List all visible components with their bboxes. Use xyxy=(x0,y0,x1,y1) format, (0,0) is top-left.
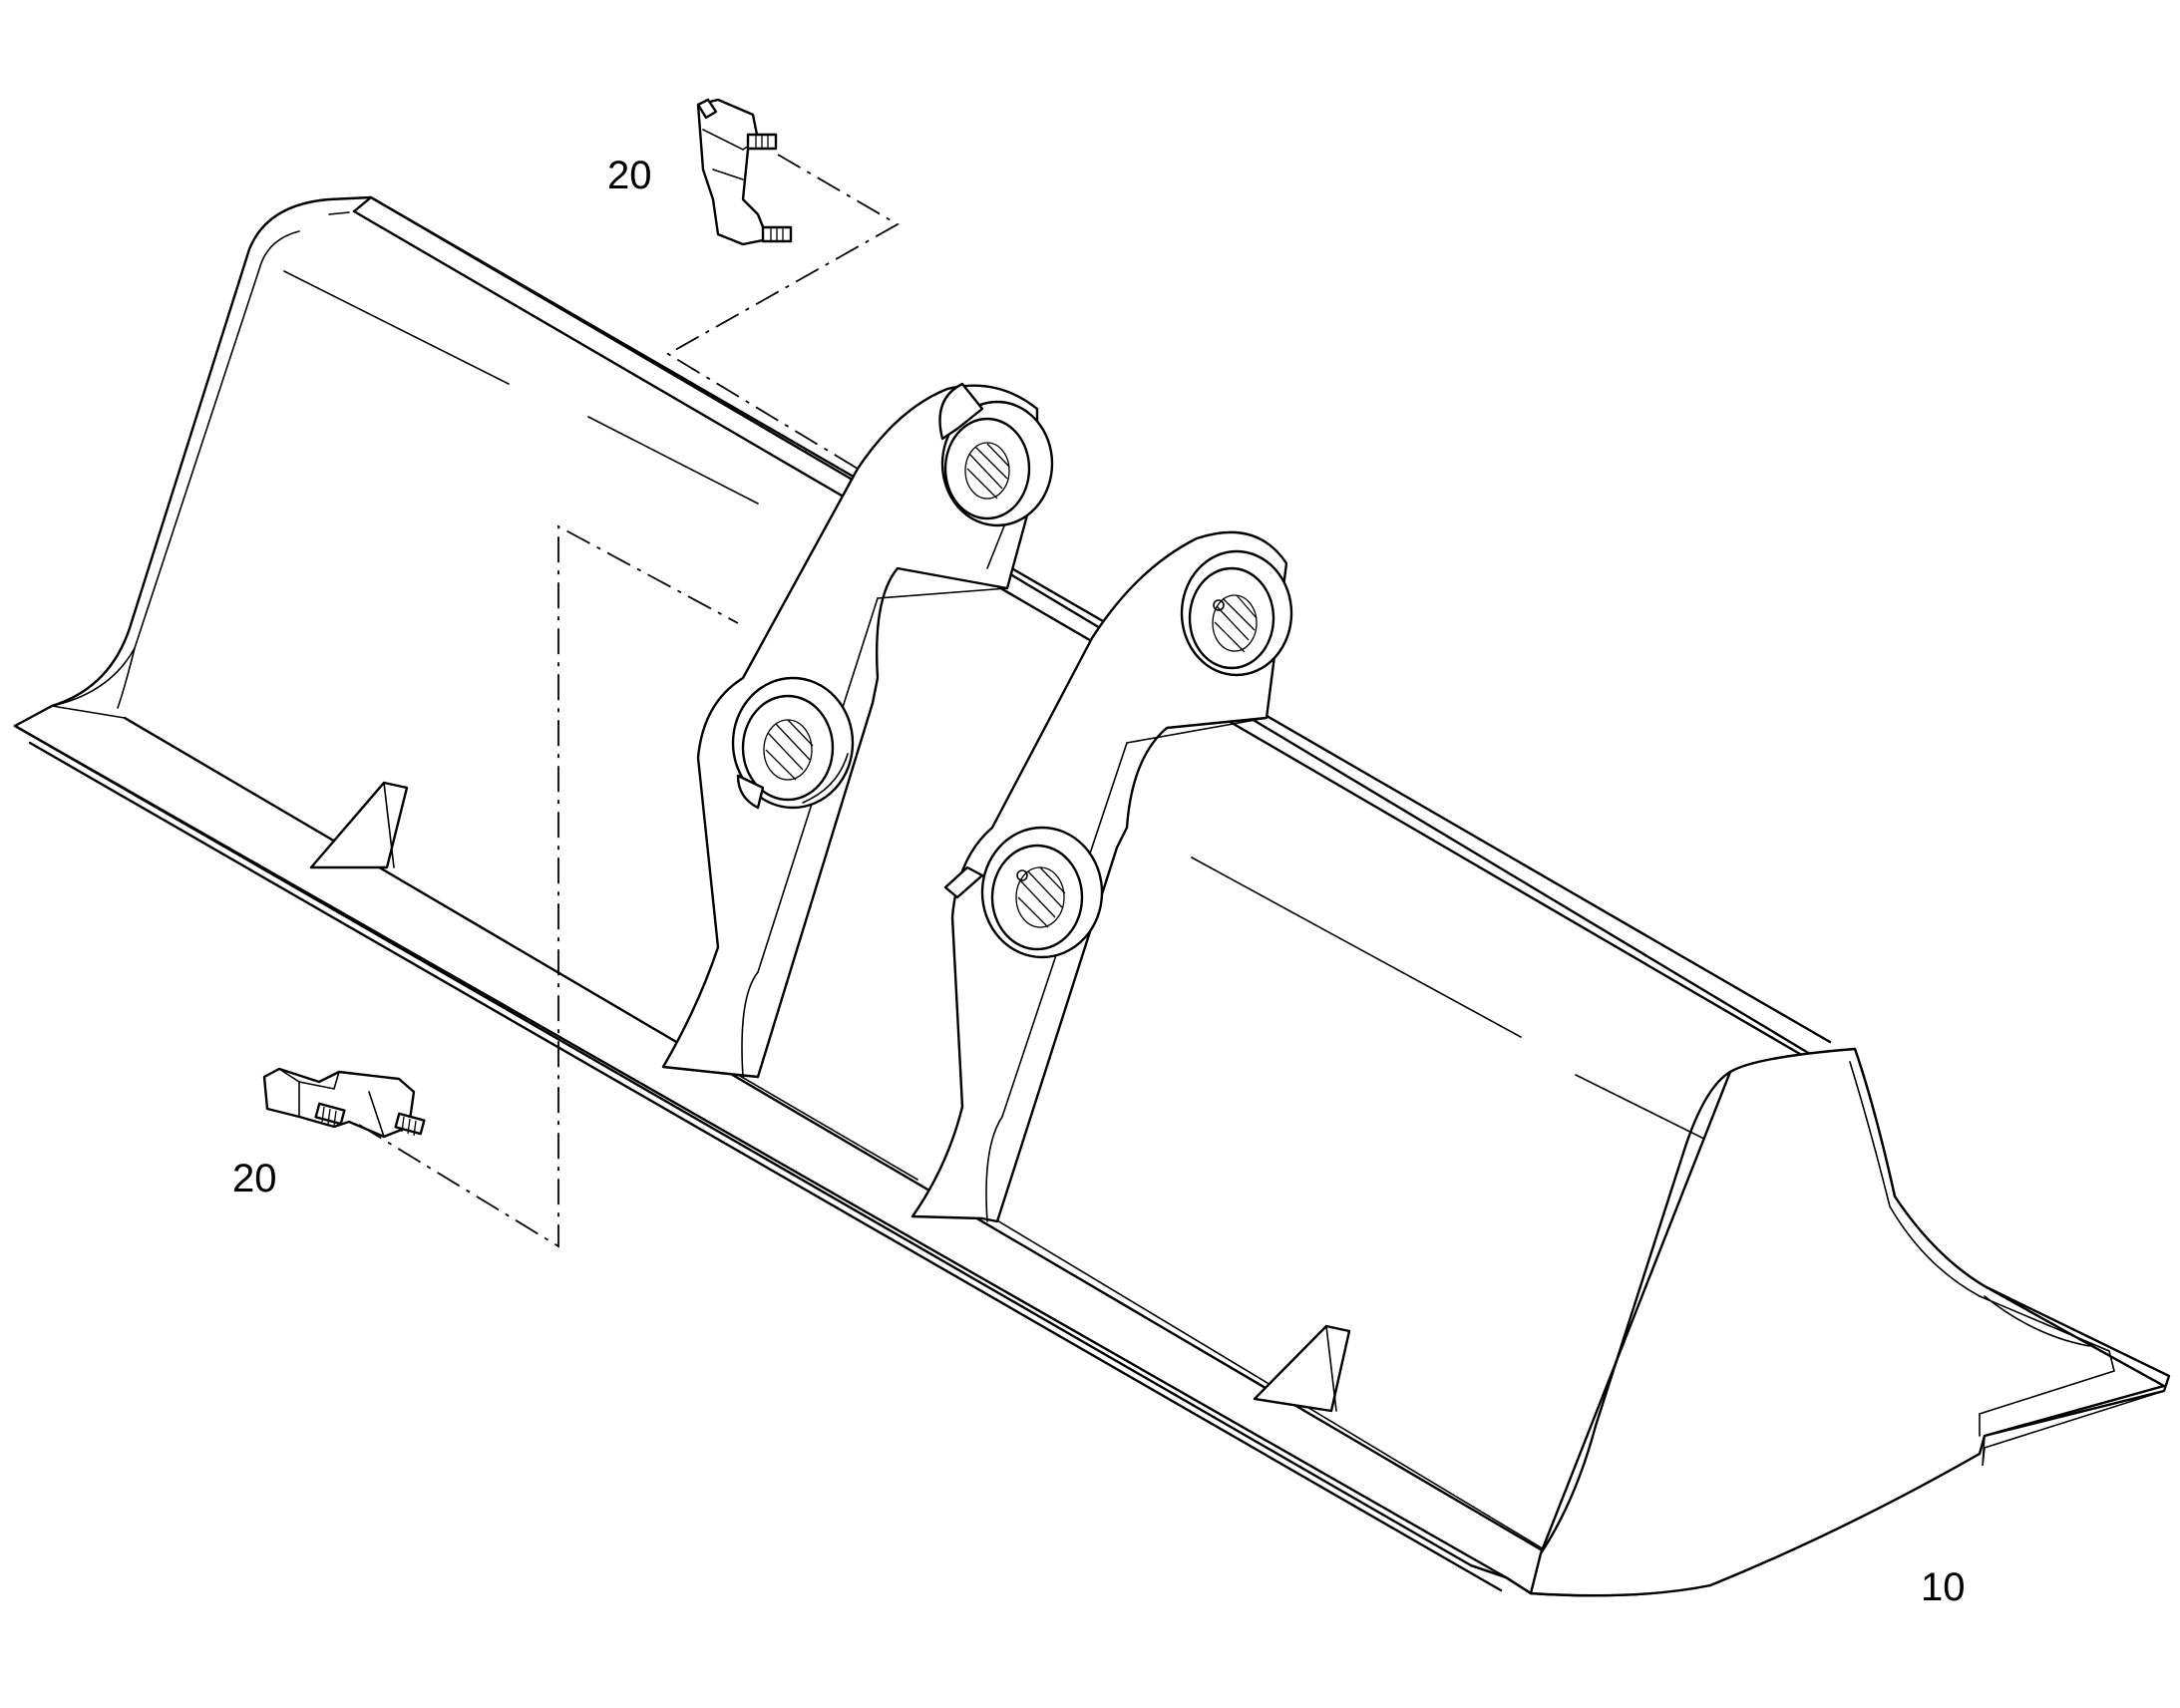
callout-lower-part: 20 xyxy=(232,1157,277,1200)
upper-part-leader-line xyxy=(666,154,900,470)
upper-wear-block-part xyxy=(696,98,793,246)
callout-upper-part: 20 xyxy=(607,154,652,197)
callout-bucket: 10 xyxy=(1921,1565,1966,1609)
right-mount-bracket xyxy=(910,530,1293,1223)
lower-part-leader-line xyxy=(358,524,739,1248)
lower-wear-block-part xyxy=(262,1067,426,1139)
left-mount-bracket xyxy=(661,382,1054,1079)
